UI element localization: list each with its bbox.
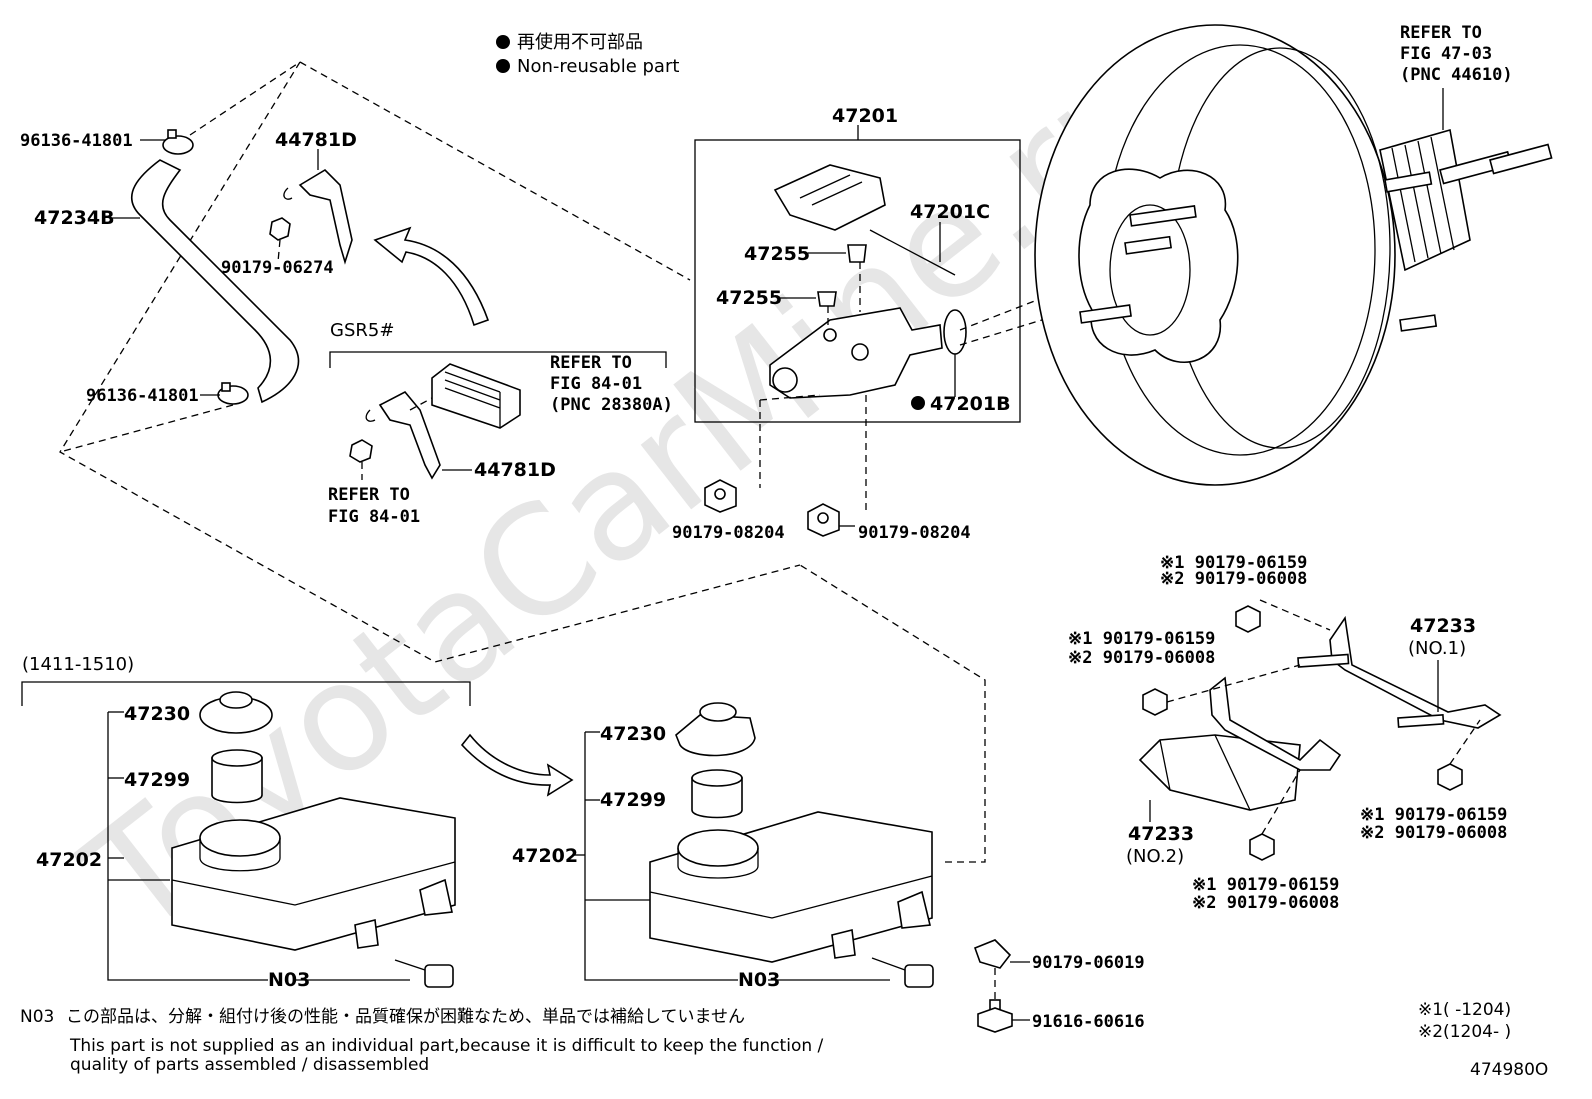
label-grommet-b: 47255 [716, 287, 782, 309]
nut-mc-left[interactable] [704, 479, 737, 513]
vacuum-hose[interactable] [130, 159, 300, 404]
non-reusable-bullet-icon [496, 35, 510, 49]
label-n03-right: N03 [738, 969, 780, 991]
label-cap-right: 47230 [600, 723, 666, 745]
label-refer-44610-1: REFER TO [1400, 23, 1482, 43]
label-cap-left: 47230 [124, 703, 190, 725]
nut-bracket-bottom[interactable] [1249, 833, 1275, 861]
strainer-right[interactable] [691, 769, 743, 819]
nut-bracket-left[interactable] [1142, 688, 1168, 716]
label-refer-44610-2: FIG 47-03 [1400, 44, 1492, 64]
legend: 再使用不可部品 Non-reusable part [496, 32, 679, 77]
label-oring: 47201B [930, 393, 1011, 415]
label-nut-mc-right: 90179-08204 [858, 523, 971, 543]
legend-jp: 再使用不可部品 [517, 32, 643, 53]
label-reservoir-right: 47202 [512, 845, 578, 867]
label-nut-top-1: ※1 90179-06159 [1160, 553, 1307, 573]
non-reusable-bullet-icon [911, 396, 925, 410]
reservoir-bolt[interactable] [977, 999, 1013, 1033]
label-bracket-no1-b: (NO.1) [1408, 638, 1466, 659]
brake-booster[interactable] [1034, 24, 1553, 486]
master-cylinder-group [694, 125, 1141, 537]
note-n03-code: N03 [20, 1007, 54, 1027]
nut-bracket-top[interactable] [269, 217, 291, 241]
label-nut-bracket-top: 90179-06274 [221, 258, 334, 278]
label-pin: 47201C [910, 201, 990, 223]
bracket-no1[interactable] [1297, 615, 1502, 729]
label-nut-top-2: ※2 90179-06008 [1160, 569, 1307, 589]
label-period-left: (1411-1510) [22, 654, 134, 675]
label-reservoir-left: 47202 [36, 849, 102, 871]
reservoir-left[interactable] [171, 797, 456, 951]
label-n03-left: N03 [268, 969, 310, 991]
label-refer-28380a-1: REFER TO [550, 353, 632, 373]
label-nut-right-2: ※2 90179-06008 [1360, 823, 1507, 843]
label-hose: 47234B [34, 207, 115, 229]
label-bracket-no2-a: 47233 [1128, 823, 1194, 845]
reservoir-right-group [573, 564, 1030, 1033]
bracket-top[interactable] [283, 168, 353, 265]
pin[interactable] [869, 229, 956, 276]
sensor-right[interactable] [871, 957, 934, 988]
master-cylinder-cover[interactable] [773, 164, 886, 231]
note-period2: ※2(1204- ) [1418, 1022, 1511, 1042]
master-cylinder-body[interactable] [769, 307, 943, 399]
label-bracket-no1-a: 47233 [1410, 615, 1476, 637]
note-n03-jp: この部品は、分解・組付け後の性能・品質確保が困難なため、単品では補給していません [66, 1007, 745, 1027]
label-strainer-right: 47299 [600, 789, 666, 811]
nut-bracket-bottom[interactable] [349, 439, 373, 463]
cap-left[interactable] [199, 691, 273, 734]
o-ring[interactable] [943, 309, 967, 355]
label-nut-left-2: ※2 90179-06008 [1068, 648, 1215, 668]
bracket-bottom[interactable] [365, 390, 441, 480]
note-n03-en1: This part is not supplied as an individu… [69, 1036, 824, 1056]
nut-bracket-right[interactable] [1437, 763, 1463, 791]
figure-id: 474980O [1470, 1060, 1548, 1080]
resistor-block[interactable] [431, 363, 521, 429]
reservoir-clip[interactable] [973, 939, 1012, 969]
cap-right[interactable] [675, 702, 756, 757]
label-strainer-left: 47299 [124, 769, 190, 791]
sensor-left[interactable] [394, 959, 454, 988]
note-period1: ※1( -1204) [1418, 1000, 1511, 1020]
label-refer-28380a-3: (PNC 28380A) [550, 395, 673, 415]
label-nut-bottom-2: ※2 90179-06008 [1192, 893, 1339, 913]
label-nut-right-1: ※1 90179-06159 [1360, 805, 1507, 825]
bracket-group [1138, 599, 1502, 861]
bracket-no2[interactable] [1138, 676, 1342, 811]
hose-clip-bottom[interactable] [217, 382, 249, 405]
legend-en: Non-reusable part [517, 56, 679, 77]
nut-mc-right[interactable] [807, 503, 840, 537]
reservoir-right[interactable] [649, 811, 933, 963]
label-bolt-res: 91616-60616 [1032, 1012, 1145, 1032]
non-reusable-bullet-icon [496, 59, 510, 73]
grommet-a[interactable] [847, 244, 867, 263]
label-clip-res: 90179-06019 [1032, 953, 1145, 973]
hose-group [59, 61, 801, 663]
label-master-cyl: 47201 [832, 105, 898, 127]
label-gsr: GSR5# [330, 320, 394, 341]
label-nut-mc-left: 90179-08204 [672, 523, 785, 543]
label-refer-28380a-2: FIG 84-01 [550, 374, 642, 394]
label-bracket-top: 44781D [275, 129, 357, 151]
grommet-b[interactable] [817, 291, 837, 307]
label-refer-8401-1: REFER TO [328, 485, 410, 505]
nut-bracket-top-right[interactable] [1235, 605, 1261, 633]
label-nut-bottom-1: ※1 90179-06159 [1192, 875, 1339, 895]
label-refer-8401-2: FIG 84-01 [328, 507, 420, 527]
label-clip-top: 96136-41801 [20, 131, 133, 151]
label-refer-44610-3: (PNC 44610) [1400, 65, 1513, 85]
label-bracket-no2-b: (NO.2) [1126, 846, 1184, 867]
strainer-left[interactable] [211, 749, 263, 804]
label-bracket-bottom: 44781D [474, 459, 556, 481]
reservoir-left-group [107, 691, 456, 988]
note-n03-en2: quality of parts assembled / disassemble… [70, 1055, 429, 1075]
label-nut-left-1: ※1 90179-06159 [1068, 629, 1215, 649]
label-grommet-a: 47255 [744, 243, 810, 265]
label-clip-bottom: 96136-41801 [86, 386, 199, 406]
hose-clip-top[interactable] [162, 129, 194, 155]
